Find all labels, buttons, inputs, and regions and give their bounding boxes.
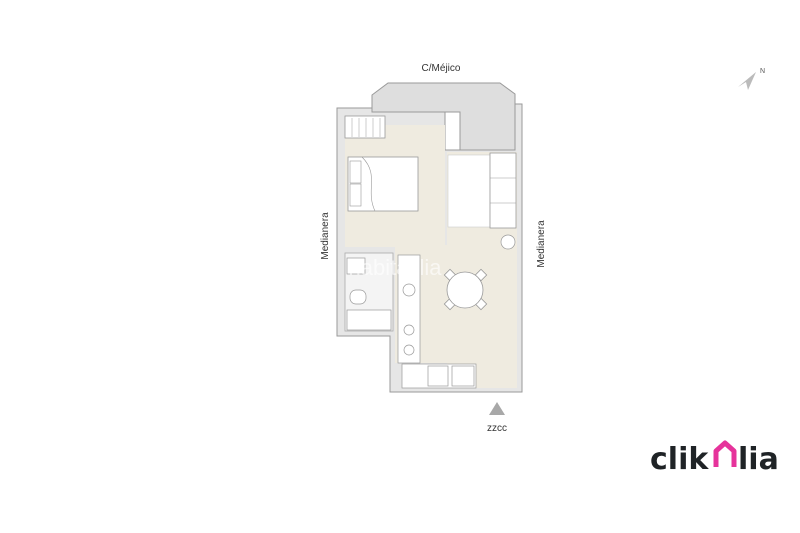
sink [402, 283, 416, 297]
appliance [427, 365, 449, 387]
bed-sheet-fold [361, 156, 376, 212]
left-wall-label: Medianera [320, 212, 331, 260]
hob-burner [403, 324, 415, 336]
compass-label: N [760, 68, 765, 75]
entrance-label: zzcc [487, 423, 507, 434]
svg-text:lia: lia [738, 442, 779, 477]
pillow [349, 183, 362, 207]
compass-icon: N [738, 68, 765, 90]
hob-burner [403, 344, 415, 356]
pillow [349, 160, 362, 184]
compass-arrow [738, 72, 756, 90]
dining-table [443, 268, 488, 311]
watermark: habitaclia [349, 255, 443, 280]
toilet [349, 289, 367, 305]
bathroom-fixtures [346, 257, 392, 331]
svg-text:clik: clik [650, 442, 709, 477]
street-label: C/Méjico [422, 63, 461, 74]
closet [344, 115, 386, 139]
washbasin [346, 257, 366, 275]
rug [447, 154, 491, 228]
appliance [451, 365, 475, 387]
right-wall-label: Medianera [536, 220, 547, 268]
table-top [446, 271, 484, 309]
sofa [489, 152, 517, 229]
shower-tray [346, 309, 392, 331]
entrance-arrow-icon [489, 402, 505, 415]
kitchen-counter [397, 254, 477, 389]
side-table [500, 234, 516, 250]
clikalia-logo: clik lia [650, 440, 779, 477]
closet-lines [351, 118, 381, 137]
